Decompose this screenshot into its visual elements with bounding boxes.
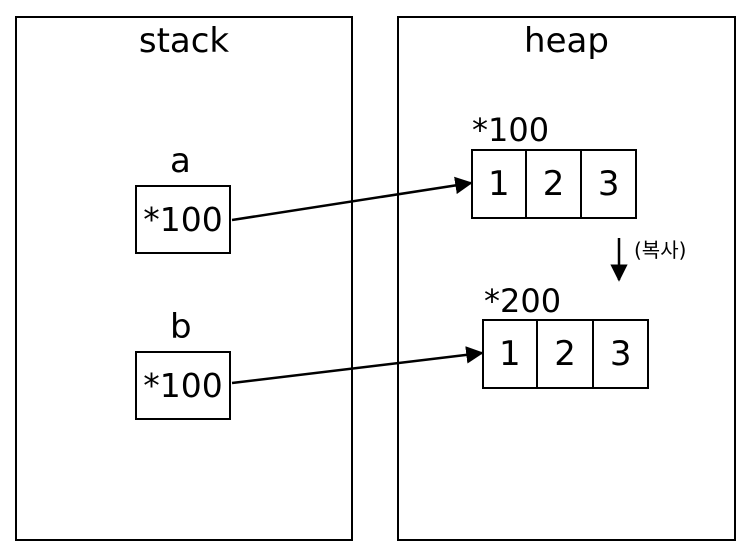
var-a-value: *100: [143, 200, 223, 239]
array-100-cell: 1: [473, 151, 527, 217]
array-100-cell: 3: [597, 164, 620, 204]
arrow-b-to-200: [231, 346, 484, 385]
array-200-cell: 1: [484, 321, 538, 387]
var-b-value: *100: [143, 366, 223, 405]
stack-panel: [15, 16, 353, 541]
copy-note: (복사): [634, 238, 687, 262]
array-200-address: *200: [484, 282, 562, 320]
var-a-box: *100: [135, 185, 231, 254]
var-a-label: a: [170, 141, 191, 181]
heap-title: heap: [524, 21, 609, 61]
var-b-label: b: [170, 307, 192, 347]
arrow-a-to-100: [231, 176, 473, 222]
array-100-cell: 2: [527, 151, 583, 217]
heap-panel: [397, 16, 736, 541]
var-b-box: *100: [135, 351, 231, 420]
array-100-address: *100: [472, 111, 550, 149]
array-200-cell: 2: [538, 321, 595, 387]
stack-title: stack: [138, 21, 230, 61]
array-200-cell: 3: [609, 334, 632, 374]
